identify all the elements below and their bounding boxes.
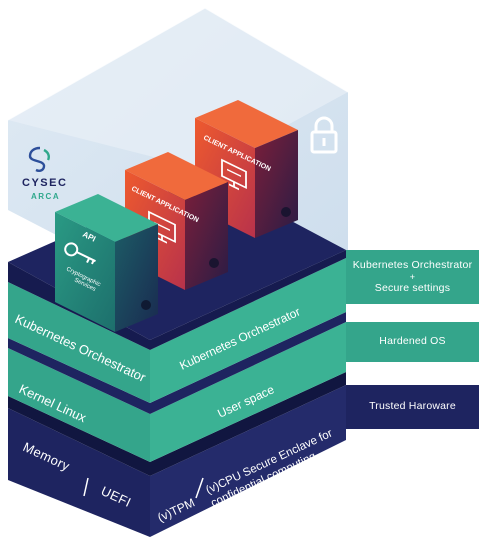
side-label-trusted-hardware: Trusted Haroware: [346, 385, 479, 429]
brand-name: CYSEC: [22, 177, 67, 189]
side-label-hardened-os-text: Hardened OS: [379, 335, 446, 348]
side-label-hardened-os: Hardened OS: [346, 322, 479, 362]
api-container: API Cryptographic Services: [55, 194, 158, 332]
brand-product: ARCA: [31, 192, 60, 201]
os-layer: Kernel Linux User space: [8, 312, 346, 462]
side-label-orchestrator-line2: Secure settings: [374, 281, 451, 294]
side-label-orchestrator-line1: Kubernetes Orchestrator: [352, 259, 473, 272]
side-label-trusted-hardware-text: Trusted Haroware: [369, 400, 456, 413]
cysec-logo: CYSEC ARCA: [22, 146, 67, 201]
key-icon: [64, 242, 96, 265]
side-label-plus: +: [409, 271, 416, 282]
side-label-orchestrator-secure-settings: Kubernetes Orchestrator + Secure setting…: [346, 250, 479, 304]
cysec-shield-icon: [28, 146, 50, 172]
monitor-icon: [221, 158, 247, 191]
lock-icon: [310, 116, 338, 154]
